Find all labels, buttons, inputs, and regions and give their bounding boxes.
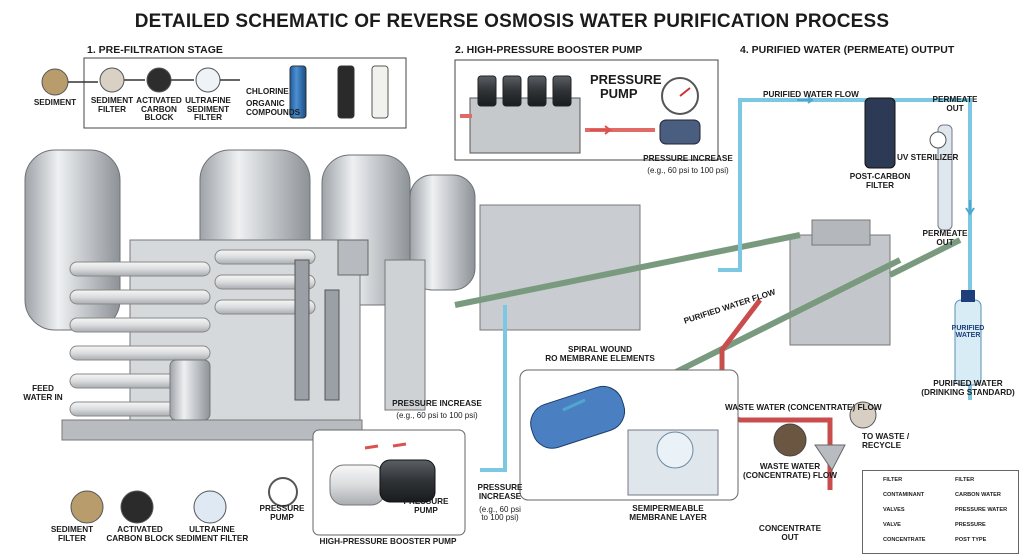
- label-waste-flow-2: WASTE WATER(CONCENTRATE) FLOW: [743, 462, 837, 480]
- bottom-pump-panel: [268, 429, 466, 536]
- legend-item: CONTAMINANT: [883, 492, 925, 498]
- legend-item: PRESSURE: [955, 522, 986, 528]
- booster-pump-panel: [454, 59, 719, 161]
- legend-item: CARBON WATER: [955, 492, 1001, 498]
- label-uv-sterilizer: UV STERILIZER: [897, 153, 959, 162]
- output-filters: [864, 97, 982, 386]
- label-pressure-increase-top: PRESSURE INCREASE: [643, 154, 733, 163]
- label-purified-water: PURIFIED WATER(DRINKING STANDARD): [921, 379, 1015, 397]
- legend-item: FILTER: [955, 477, 975, 483]
- legend-item: CONCENTRATE: [883, 537, 926, 543]
- legend: FILTER FILTER CONTAMINANT CARBON WATER V…: [862, 470, 1019, 554]
- pre-filtration-panel: [41, 57, 407, 129]
- bottling-machines: [454, 204, 962, 378]
- stage-label-output: 4. PURIFIED WATER (PERMEATE) OUTPUT: [740, 44, 955, 56]
- stage-label-booster-pump: 2. HIGH-PRESSURE BOOSTER PUMP: [455, 44, 643, 56]
- label-waste-flow: WASTE WATER (CONCENTRATE) FLOW: [725, 403, 882, 412]
- bottom-filter-icons: [70, 490, 227, 524]
- ro-membrane-rack: [61, 239, 426, 441]
- legend-item: FILTER: [883, 477, 903, 483]
- page-title: DETAILED SCHEMATIC OF REVERSE OSMOSIS WA…: [134, 11, 890, 32]
- legend-item: POST TYPE: [955, 537, 987, 543]
- flow-arrows: [562, 96, 975, 412]
- label-pressure-note-mid: (e.g., 60 psi to 100 psi): [396, 411, 478, 420]
- label-chlorine: CHLORINE: [246, 87, 289, 96]
- legend-item: VALVES: [883, 507, 905, 513]
- label-pressure-increase-mid: PRESSURE INCREASE: [392, 399, 482, 408]
- legend-item: VALVE: [883, 522, 901, 528]
- label-purified-flow: PURIFIED WATER FLOW: [763, 90, 859, 99]
- legend-item: PRESSURE WATER: [955, 507, 1008, 513]
- membrane-cutaway: [519, 369, 739, 501]
- label-to-waste: TO WASTE /RECYCLE: [862, 432, 910, 450]
- stage-label-prefiltration: 1. PRE-FILTRATION STAGE: [87, 44, 223, 56]
- label-sediment: SEDIMENT: [33, 98, 77, 107]
- label-pressure-note-top: (e.g., 60 psi to 100 psi): [647, 166, 729, 175]
- label-booster-pump-caption: HIGH-PRESSURE BOOSTER PUMP: [319, 537, 457, 546]
